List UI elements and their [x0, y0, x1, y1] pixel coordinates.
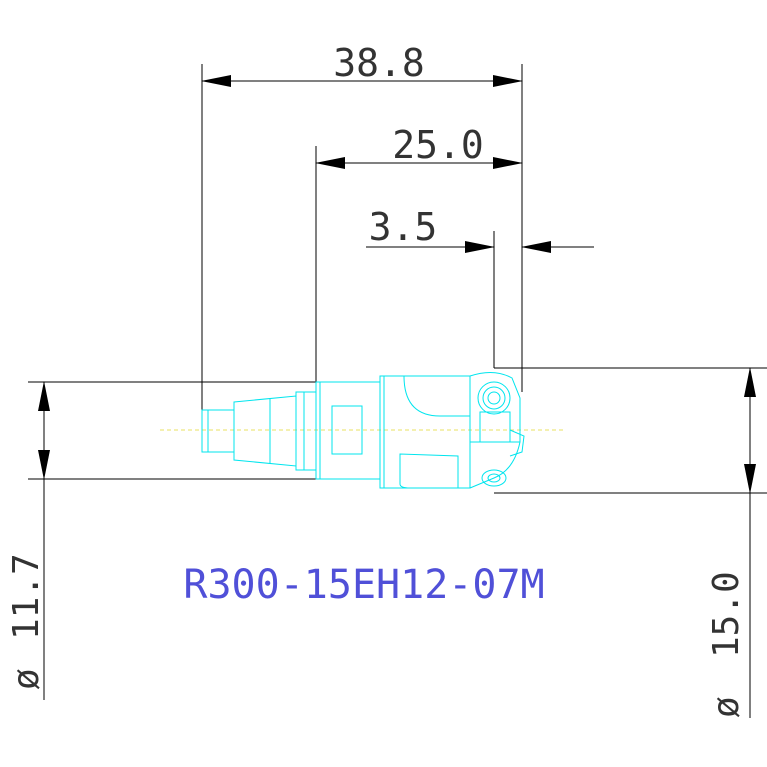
dim-body-length-text: 25.0: [392, 123, 484, 167]
diameter-symbol-left: ø: [6, 668, 47, 690]
dim-head-diameter-text: 15.0: [706, 571, 747, 658]
diameter-symbol-right: ø: [706, 696, 747, 718]
dim-shank-diameter-text: 11.7: [6, 553, 47, 640]
part-number-label: R300-15EH12-07M: [183, 562, 544, 608]
dim-head-offset-text: 3.5: [369, 205, 438, 249]
dim-overall-length-text: 38.8: [333, 41, 425, 85]
dimension-lines: [38, 75, 756, 494]
part-outline: [201, 372, 525, 489]
extension-lines: [28, 64, 767, 718]
